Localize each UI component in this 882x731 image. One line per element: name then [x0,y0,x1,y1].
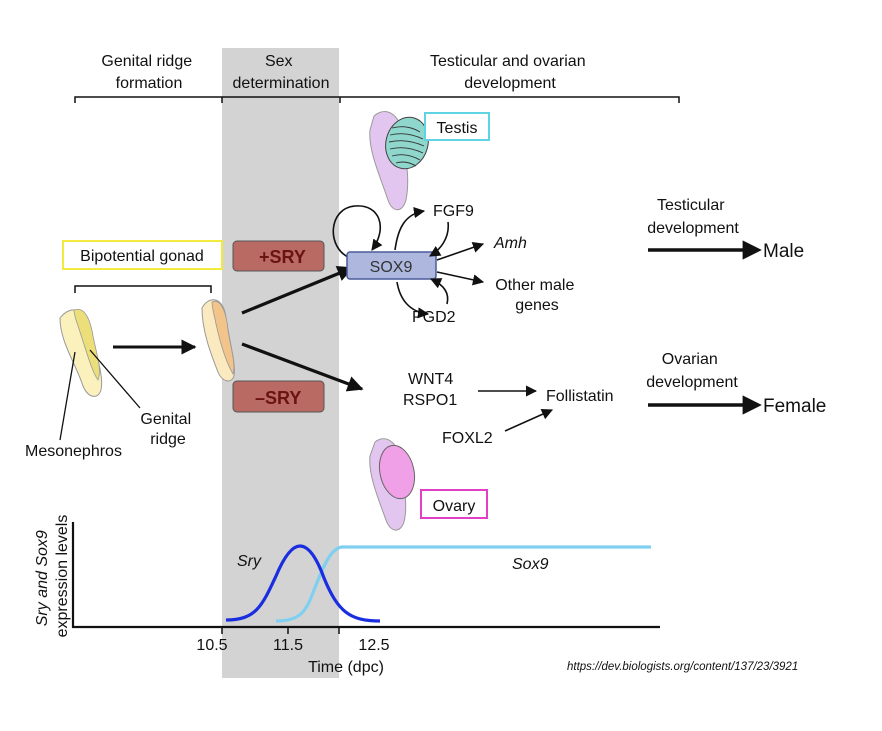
stage-testicular-ovarian-development: Testicular and ovarian development [430,53,590,92]
other-male-genes-label: Other male genes [495,277,579,314]
wnt4-label: WNT4 [408,371,453,388]
pgd2-to-sox9-arrow [429,278,449,305]
plus-sry-box [232,240,325,272]
rspo1-label: RSPO1 [403,392,457,409]
sry-curve-label: Sry [237,553,262,570]
sox9-label: SOX9 [370,259,413,276]
female-branch-arrow [241,342,364,392]
male-branch-arrow [241,266,354,315]
bipotential-gonad-label: Bipotential gonad [80,248,204,265]
sox9-to-pgd2-arrow [396,281,430,319]
sox9-box [346,251,437,280]
mesonephros-pointer [59,351,76,441]
stage-brackets [74,96,680,103]
x-tick-11-5: 11.5 [273,637,303,654]
x-tick-10-5: 10.5 [196,637,227,654]
sex-determination-band [222,48,339,678]
bipotential-gonad-shape [201,299,235,382]
sox9-to-fgf9-arrow [394,207,426,251]
plot-axes [71,522,660,629]
sox9-to-other-male-genes-arrow [436,271,485,286]
plus-sry-label: +SRY [259,247,306,267]
minus-sry-label: –SRY [255,388,301,408]
ovary-box [420,489,488,519]
expression-plot: 10.5 11.5 12.5 Time (dpc) Sry and Sox9 e… [34,515,660,676]
testis-label: Testis [437,120,478,137]
sox9-to-amh-arrow [436,242,485,261]
stage-sex-determination: Sex determination [233,53,330,92]
bipotential-gonad-bracket [74,285,212,293]
sox9-curve-label: Sox9 [512,556,549,573]
female-label: Female [763,396,826,417]
male-label: Male [763,241,804,262]
testis-box [424,112,490,141]
fgf9-label: FGF9 [433,203,474,220]
x-ticks [221,627,340,634]
testicular-development-label: Testicular development [647,197,739,237]
pgd2-label: PGD2 [412,309,456,326]
genital-ridge-label: Genital ridge [140,411,195,448]
mesonephros-shape [59,308,103,397]
y-axis-label: Sry and Sox9 expression levels [34,515,71,638]
x-tick-12-5: 12.5 [358,637,389,654]
bipotential-gonad-box [62,240,223,270]
ovary-shape [369,438,416,531]
fgf9-to-sox9-arrow [429,221,450,257]
source-url: https://dev.biologists.org/content/137/2… [567,661,798,673]
stage-genital-ridge-formation: Genital ridge formation [101,53,196,92]
x-axis-label: Time (dpc) [308,659,384,676]
foxl2-to-follistatin-arrow [504,408,554,432]
testis-shape [369,111,429,211]
sry-curve [225,544,381,623]
sox9-autoregulation-loop [332,205,383,259]
foxl2-label: FOXL2 [442,430,493,447]
genital-ridge-pointer [89,349,141,409]
minus-sry-box [232,380,325,413]
sox9-curve [275,545,651,623]
ovarian-development-label: Ovarian development [646,351,738,391]
follistatin-label: Follistatin [546,388,614,405]
ovary-label: Ovary [433,498,476,515]
amh-label: Amh [493,235,527,252]
mesonephros-label: Mesonephros [25,443,122,460]
